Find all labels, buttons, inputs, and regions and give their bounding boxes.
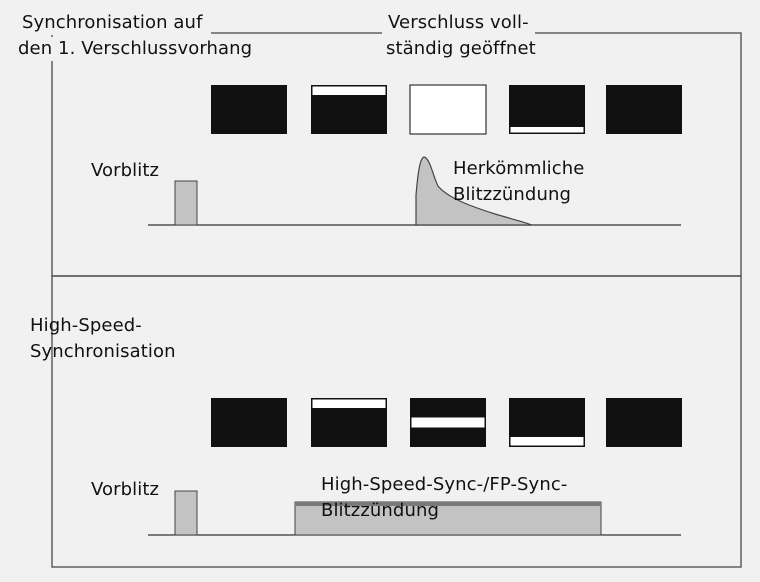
bottom-frame-4-opening xyxy=(510,437,584,446)
top-frame-4-opening xyxy=(510,127,584,133)
label-sync-line2: den 1. Verschlussvorhang xyxy=(18,37,257,61)
bottom-panel-frame xyxy=(51,275,742,568)
label-conventional-flash-line1: Herkömmliche xyxy=(453,158,585,179)
label-top-preflash: Vorblitz xyxy=(91,160,160,181)
top-frame-2-opening xyxy=(312,86,386,95)
label-open-line2: ständig geöffnet xyxy=(386,38,536,59)
bottom-frame-5 xyxy=(606,398,682,447)
label-conventional-flash-line2: Blitzzündung xyxy=(453,184,571,205)
top-frame-5 xyxy=(606,85,682,134)
label-hss-flash-line2: Blitzzündung xyxy=(321,500,439,521)
bottom-preflash-pulse xyxy=(174,490,198,536)
top-frame-3 xyxy=(409,84,487,135)
label-hss-line1: High-Speed- xyxy=(30,315,142,336)
bottom-frame-3-slit xyxy=(411,417,485,428)
label-hss-line2: Synchronisation xyxy=(30,341,176,362)
bottom-frame-2-opening xyxy=(312,399,386,408)
top-preflash-pulse xyxy=(174,180,198,226)
conventional-flash-curve xyxy=(415,156,533,226)
bottom-frame-1 xyxy=(211,398,287,447)
hss-flash-plateau xyxy=(294,501,602,536)
hss-flash-top-band xyxy=(295,502,601,506)
label-open-line1: Verschluss voll- xyxy=(382,11,535,35)
bottom-shutter-frames xyxy=(211,398,682,447)
top-frame-4 xyxy=(509,85,585,134)
top-panel-frame xyxy=(51,32,742,277)
top-shutter-frames xyxy=(211,84,682,135)
label-hss-flash-line1: High-Speed-Sync-/FP-Sync- xyxy=(321,474,568,495)
label-sync-line1: Synchronisation auf xyxy=(22,11,211,35)
label-bottom-preflash: Vorblitz xyxy=(91,479,160,500)
top-frame-1 xyxy=(211,85,287,134)
